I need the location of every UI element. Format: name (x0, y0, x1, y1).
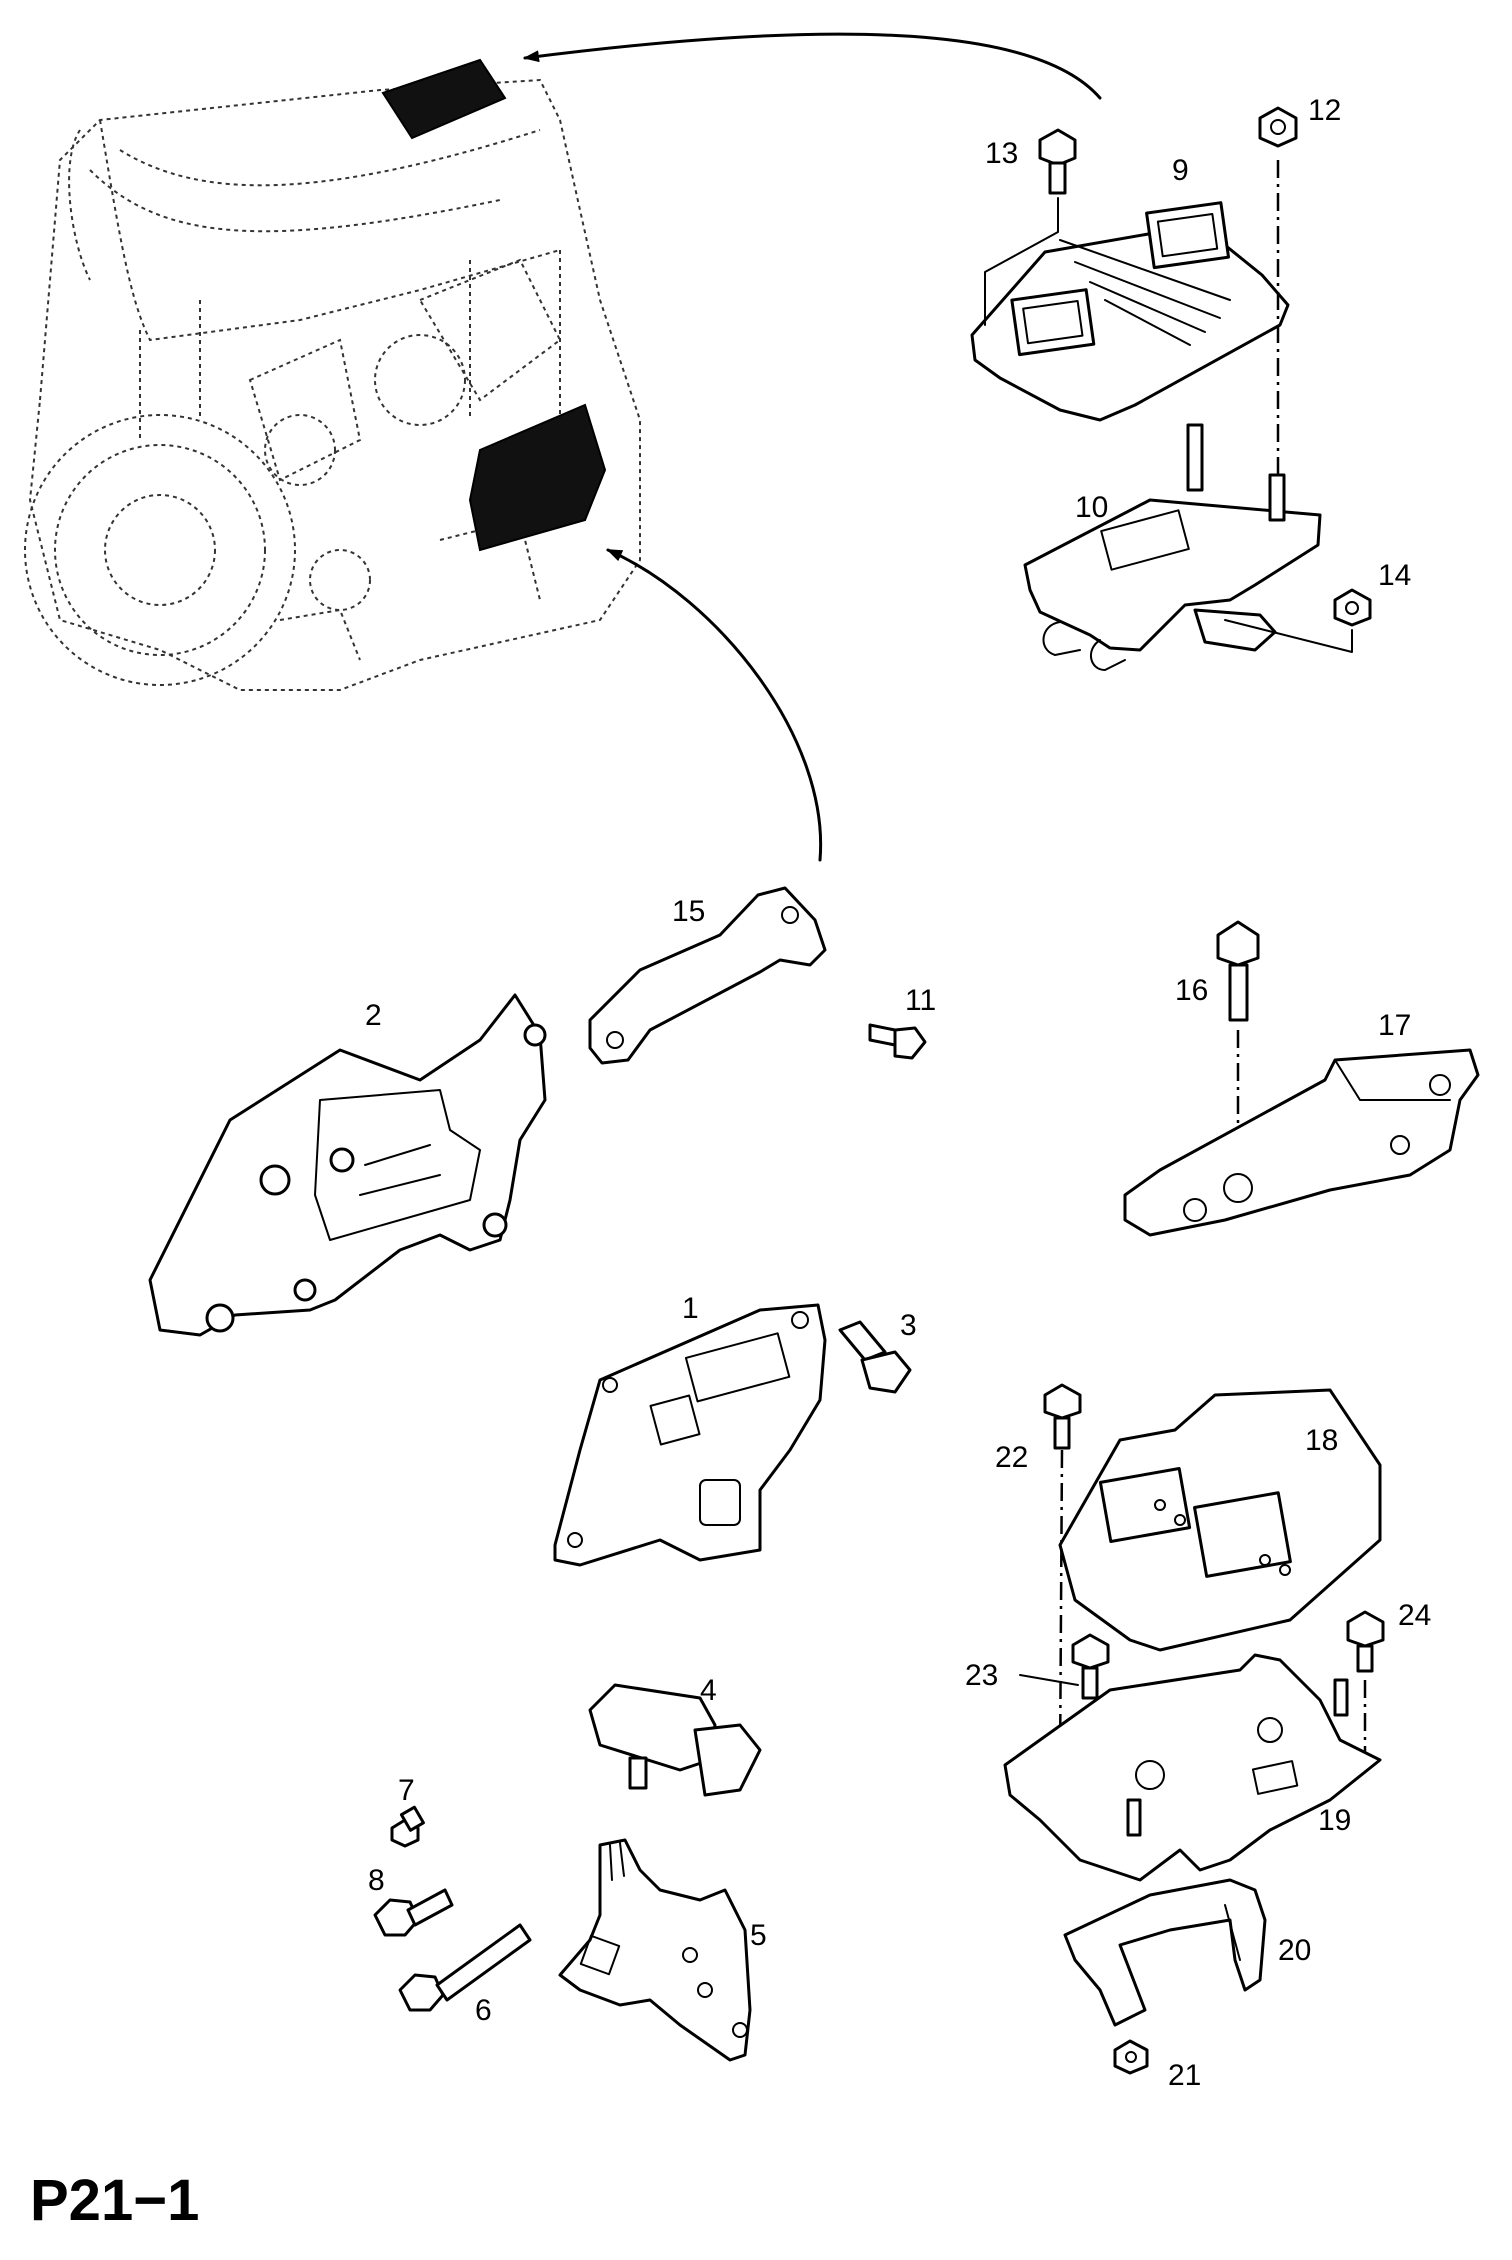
part-13-bolt (984, 128, 1077, 326)
callout-11: 11 (905, 984, 936, 1017)
callout-18: 18 (1305, 1424, 1338, 1457)
callout-12: 12 (1308, 94, 1341, 127)
part-24-bolt (1346, 1610, 1385, 1673)
part-1-ecu (553, 1303, 827, 1567)
part-11-bolt (868, 1023, 927, 1060)
part-14-nut (1224, 588, 1372, 653)
page-code: P21−1 (30, 2168, 199, 2233)
part-3-bolt (838, 1320, 912, 1394)
part-17-plate (1123, 1048, 1480, 1237)
callout-10: 10 (1075, 491, 1108, 524)
part-8-bolt (373, 1888, 454, 1937)
part-19-bracket (1003, 1653, 1382, 1882)
part-20-bracket (1063, 1878, 1267, 2027)
part-22-bolt (1043, 1383, 1082, 1450)
arrow-to-top-ecu (523, 32, 1102, 100)
arrow-to-side-ecu (606, 548, 823, 862)
callout-23: 23 (965, 1659, 998, 1692)
part-22-centerline (1058, 1449, 1064, 1771)
callout-4: 4 (700, 1674, 717, 1707)
part-23-bolt (1019, 1633, 1110, 1700)
callout-16: 16 (1175, 974, 1208, 1007)
part-7-bolt (390, 1805, 425, 1848)
callout-2: 2 (365, 999, 382, 1032)
callout-15: 15 (672, 895, 705, 928)
callout-7: 7 (398, 1774, 415, 1807)
part-4-sensor (588, 1683, 762, 1797)
callout-8: 8 (368, 1864, 385, 1897)
engine-ecu-side (468, 403, 607, 552)
callout-6: 6 (475, 1994, 492, 2027)
callout-20: 20 (1278, 1934, 1311, 1967)
callout-22: 22 (995, 1441, 1028, 1474)
callout-14: 14 (1378, 559, 1411, 592)
part-12-nut (1258, 106, 1298, 148)
callout-1: 1 (682, 1292, 699, 1325)
part-9-ecu (970, 201, 1290, 422)
part-16-bolt (1216, 920, 1260, 1022)
callout-5: 5 (750, 1919, 767, 1952)
callout-3: 3 (900, 1309, 917, 1342)
engine-illustration (24, 58, 641, 691)
callout-19: 19 (1318, 1804, 1351, 1837)
callout-24: 24 (1398, 1599, 1431, 1632)
callout-9: 9 (1172, 154, 1189, 187)
callout-13: 13 (985, 137, 1018, 170)
engine-ecu-top (381, 58, 507, 140)
part-21-nut (1113, 2039, 1149, 2075)
part-2-bracket (148, 993, 547, 1337)
part-10-bracket (1023, 423, 1322, 671)
part-6-bolt (398, 1923, 532, 2012)
callout-17: 17 (1378, 1009, 1411, 1042)
part-5-bracket (558, 1838, 752, 2062)
part-15-strap (588, 886, 827, 1065)
part-18-ecu (1058, 1388, 1382, 1652)
callout-21: 21 (1168, 2059, 1201, 2092)
